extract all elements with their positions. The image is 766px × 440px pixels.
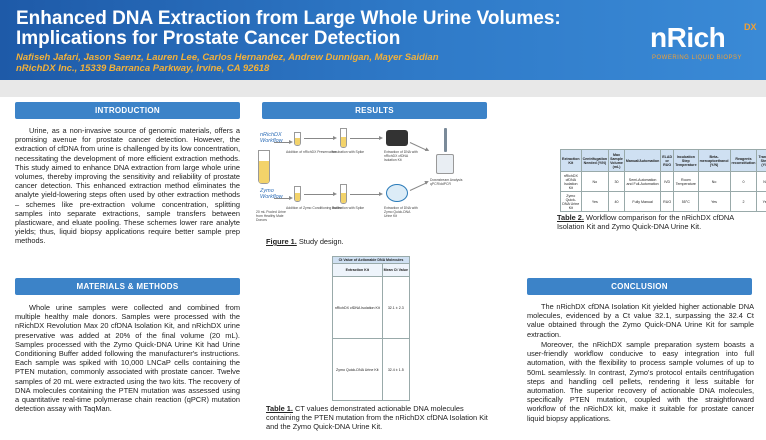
- urine-tube-icon: [258, 150, 270, 184]
- arrow-icon: [274, 196, 293, 200]
- table-cell: 32.1 ± 2.3: [381, 276, 411, 339]
- table-cell: 40: [608, 191, 625, 212]
- methods-heading: MATERIALS & METHODS: [15, 278, 240, 295]
- table-cell: Zymo Quick-DNA Urine Kit: [560, 191, 582, 212]
- tube-icon: [340, 128, 347, 148]
- table-cell: 30: [608, 171, 625, 192]
- table-1: Ct Value of Actionable DNA Molecules Ext…: [332, 256, 411, 401]
- logo-main-text: nRich: [650, 22, 726, 53]
- tube-icon: [294, 186, 301, 202]
- nrich-step2-label: Incubation with Spike: [332, 150, 365, 154]
- arrow-icon: [350, 136, 383, 140]
- table-cell: Zymo Quick-DNA Urine Kit: [332, 338, 383, 401]
- poster-title: Enhanced DNA Extraction from Large Whole…: [16, 8, 561, 49]
- introduction-text: Urine, as a non-invasive source of genom…: [15, 126, 240, 246]
- table-2: Extraction Kit Centrifugation Needed (Y/…: [560, 149, 766, 212]
- table-2-label: Table 2.: [557, 213, 584, 222]
- table-cell: No: [580, 171, 610, 192]
- conclusion-heading: CONCLUSION: [527, 278, 752, 295]
- tube-icon: [340, 184, 347, 204]
- results-heading: RESULTS: [262, 102, 487, 119]
- study-design-figure: nRichDX Workflow Zymo Workflow 20 mL Poo…: [256, 128, 476, 233]
- logo-superscript: DX: [744, 22, 757, 32]
- zymo-workflow-label: Zymo Workflow: [260, 188, 283, 200]
- poster-header: Enhanced DNA Extraction from Large Whole…: [0, 0, 766, 80]
- conclusion-paragraph-1: The nRichDX cfDNA Isolation Kit yielded …: [527, 302, 754, 339]
- table-1-label: Table 1.: [266, 404, 293, 413]
- table-cell: Semi-Automation and Full-Automation: [623, 171, 662, 192]
- table-cell: 55°C: [673, 191, 699, 212]
- nrich-step1-label: Addition of nRichDX Preservative: [286, 150, 337, 154]
- author-block: Nafiseh Jafari, Jason Saenz, Lauren Lee,…: [16, 52, 439, 74]
- conclusion-paragraph-2: Moreover, the nRichDX sample preparation…: [527, 340, 754, 423]
- table-cell: Yes: [756, 191, 766, 212]
- table-row: Zymo Quick-DNA Urine Kit Yes 40 Fully Ma…: [560, 191, 766, 212]
- methods-text: Whole urine samples were collected and c…: [15, 303, 240, 414]
- table-2-header: Beta-mercaptoethanol (Y/N): [697, 149, 731, 172]
- arrow-icon: [304, 192, 337, 196]
- final-step-label: Downstream Analysis qPCR/ddPCR: [430, 178, 463, 186]
- table-cell: RUO: [660, 191, 675, 212]
- table-row: nRichDX cfDNA Isolation Kit 32.1 ± 2.3: [332, 276, 411, 339]
- table-cell: 0: [729, 171, 758, 192]
- table-cell: nRichDX cfDNA Isolation Kit: [332, 276, 383, 339]
- zymo-step1-label: Addition of Zymo Conditioning Buffer: [286, 206, 342, 210]
- table-cell: Room Temperature: [673, 171, 699, 192]
- urine-label: 20 mL Pooled Urine from Healthy Male Don…: [256, 210, 286, 222]
- figure-1-label: Figure 1.: [266, 237, 297, 246]
- table-2-header: Incubation Step Temperature: [673, 149, 699, 172]
- table-cell: No: [756, 171, 766, 192]
- arrow-icon: [274, 140, 293, 144]
- header-divider: [0, 80, 766, 97]
- table-2-header: Extraction Kit: [560, 149, 582, 172]
- table-1-text: CT values demonstrated actionable DNA mo…: [266, 404, 488, 431]
- zymo-step3-label: Extraction of DNA with Zymo Quick-DNA Ur…: [384, 206, 418, 218]
- logo-tagline: POWERING LIQUID BIOPSY: [652, 55, 743, 61]
- analysis-instrument-icon: [436, 154, 454, 174]
- figure-1-caption: Figure 1. Study design.: [266, 237, 426, 246]
- extraction-instrument-icon: [386, 130, 408, 146]
- table-cell: Yes: [697, 191, 731, 212]
- table-cell: 2: [729, 191, 758, 212]
- table-1-header: Extraction Kit: [332, 263, 383, 277]
- arrow-icon: [350, 192, 383, 196]
- table-2-header: Reagents reconstitution: [729, 149, 758, 172]
- pipette-icon: [444, 128, 447, 152]
- table-1-title: Ct Value of Actionable DNA Molecules: [332, 256, 410, 264]
- table-1-header: Mean Ct Value: [381, 263, 411, 277]
- table-row: Zymo Quick-DNA Urine Kit 32.4 ± 1.5: [332, 338, 411, 401]
- table-1-caption: Table 1. CT values demonstrated actionab…: [266, 404, 491, 431]
- table-cell: 32.4 ± 1.5: [381, 338, 411, 401]
- introduction-heading: INTRODUCTION: [15, 102, 240, 119]
- arrow-icon: [409, 182, 427, 191]
- arrow-icon: [304, 136, 337, 140]
- table-cell: Yes: [580, 191, 610, 212]
- table-2-header: Max Sample Volume (mL): [608, 149, 625, 172]
- table-2-caption: Table 2. Workflow comparison for the nRi…: [557, 213, 762, 231]
- zymo-step2-label: Incubation with Spike: [332, 206, 365, 210]
- table-2-text: Workflow comparison for the nRichDX cfDN…: [557, 213, 734, 231]
- nrichdx-logo: nRich DX POWERING LIQUID BIOPSY: [650, 22, 757, 61]
- nrichdx-workflow-label: nRichDX Workflow: [260, 132, 283, 144]
- nrich-step3-label: Extraction of DNA with nRichDX cfDNA Iso…: [384, 150, 418, 162]
- tube-icon: [294, 132, 301, 146]
- table-2-header: Centrifugation Needed (Y/N): [580, 149, 610, 172]
- table-cell: No: [697, 171, 731, 192]
- figure-1-text: Study design.: [296, 237, 344, 246]
- centrifuge-icon: [386, 184, 408, 202]
- table-2-header: Manual/Automation: [623, 149, 662, 172]
- affiliation: nRichDX Inc., 15339 Barranca Parkway, Ir…: [16, 63, 270, 74]
- author-list: Nafiseh Jafari, Jason Saenz, Lauren Lee,…: [16, 52, 439, 63]
- table-row: nRichDX cfDNA Isolation Kit No 30 Semi-A…: [560, 171, 766, 192]
- table-2-header: ELAD or RUO: [660, 149, 675, 172]
- table-cell: Fully Manual: [623, 191, 662, 212]
- table-cell: IVD: [660, 171, 675, 192]
- table-cell: nRichDX cfDNA Isolation Kit: [560, 171, 582, 192]
- table-2-header: Transfer Steps (Y/N): [756, 149, 766, 172]
